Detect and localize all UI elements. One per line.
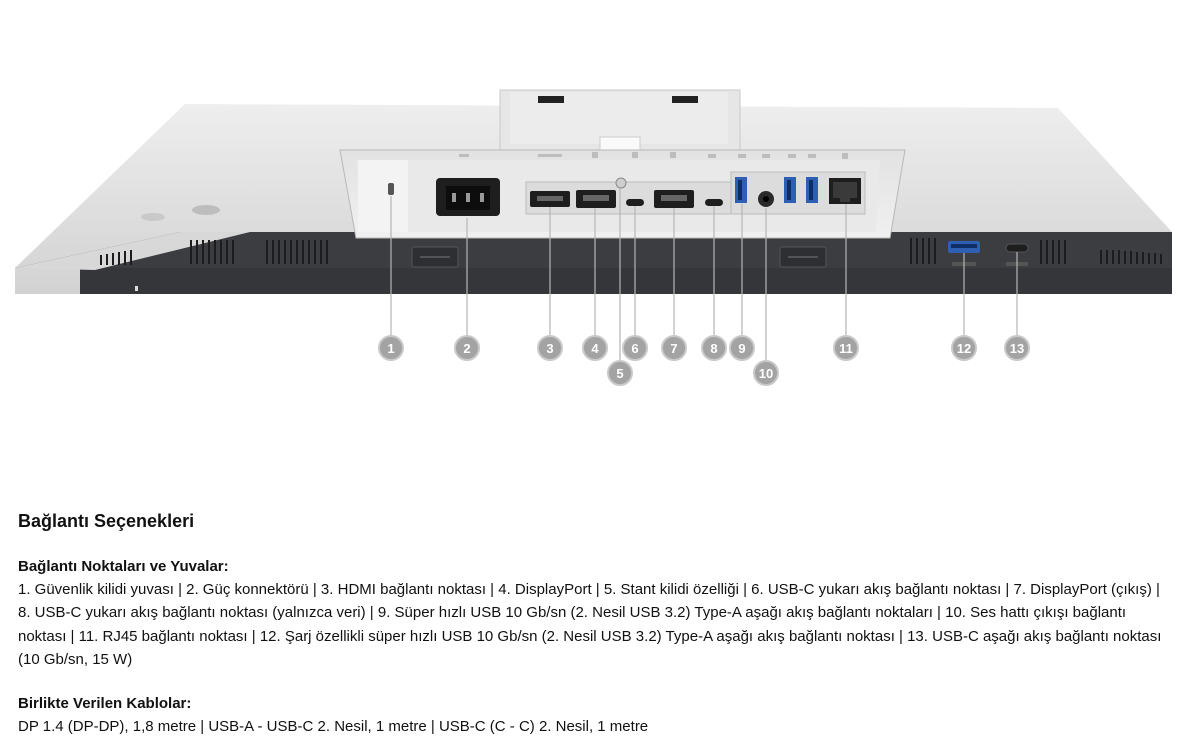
security-lock-slot [388,183,394,195]
svg-text:7: 7 [670,341,677,356]
callout-7: 7 [661,335,687,361]
callouts: 1 2 3 4 5 6 7 8 9 10 11 12 13 [378,335,1030,386]
hdmi-port [530,191,570,207]
stand-lock [615,177,627,189]
usb-c-upstream [626,199,644,206]
monitor-rear-illustration: 1 2 3 4 5 6 7 8 9 10 11 12 13 [15,89,1172,386]
audio-line-out [758,191,774,207]
svg-text:1: 1 [387,341,394,356]
svg-text:2: 2 [463,341,470,356]
bottom-bezel [80,268,1172,294]
callout-9: 9 [729,335,755,361]
callout-12: 12 [951,335,977,361]
svg-text:8: 8 [710,341,717,356]
displayport-in [576,190,616,208]
callout-8: 8 [701,335,727,361]
connectivity-section: Bağlantı Seçenekleri Bağlantı Noktaları … [18,508,1168,738]
usb-c-upstream-data [705,199,723,206]
svg-text:12: 12 [957,341,971,356]
svg-text:10: 10 [759,366,773,381]
usb-a-downstream [735,177,818,203]
stand-mount [499,89,741,152]
power-connector [436,178,500,216]
left-vents [100,240,328,265]
displayport-out [654,190,694,208]
callout-11: 11 [833,335,859,361]
svg-text:9: 9 [738,341,745,356]
right-vents [910,238,1162,264]
svg-text:6: 6 [631,341,638,356]
callout-6: 6 [622,335,648,361]
cables-description: DP 1.4 (DP-DP), 1,8 metre | USB-A - USB-… [18,718,649,736]
monitor-ports-figure: 1 2 3 4 5 6 7 8 9 10 11 12 13 [15,89,1172,386]
callout-3: 3 [537,335,563,361]
cables-heading: Birlikte Verilen Kablolar: [18,695,192,713]
ports-heading: Bağlantı Noktaları ve Yuvalar: [18,558,229,575]
svg-text:11: 11 [839,341,853,356]
svg-text:13: 13 [1010,341,1024,356]
ports-description: 1. Güvenlik kilidi yuvası | 2. Güç konne… [18,581,1162,668]
section-title: Bağlantı Seçenekleri [18,511,195,531]
bottom-lip [15,232,1172,268]
callout-4: 4 [582,335,608,361]
leader-lines [390,188,1018,361]
svg-text:5: 5 [616,366,623,381]
rj45-port [829,178,861,204]
side-usb-a [948,241,980,253]
svg-text:3: 3 [546,341,553,356]
callout-10: 10 [753,360,779,386]
side-usb-c [1005,243,1029,253]
callout-5: 5 [607,360,633,386]
callout-13: 13 [1004,335,1030,361]
callout-2: 2 [454,335,480,361]
svg-text:4: 4 [591,341,599,356]
callout-1: 1 [378,335,404,361]
